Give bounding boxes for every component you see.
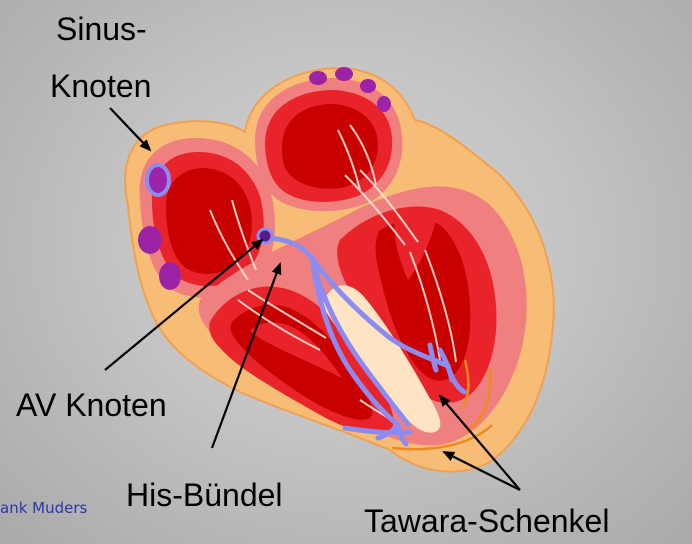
purple-node-5: [360, 79, 376, 93]
av-node-label: AV Knoten: [16, 389, 167, 421]
author-credit: ank Muders: [0, 499, 87, 517]
tawara-label: Tawara-Schenkel: [364, 505, 609, 537]
sinus-label-line2: Knoten: [50, 70, 151, 102]
purple-node-1: [138, 226, 162, 254]
sinus-node: [147, 165, 169, 195]
purple-node-2: [159, 262, 181, 290]
sinus-label-line1: Sinus-: [56, 13, 147, 45]
purple-node-6: [377, 96, 391, 112]
purple-node-3: [309, 71, 327, 85]
sinus-arrow: [110, 108, 150, 150]
purple-node-4: [335, 67, 353, 81]
his-bundle-label: His-Bündel: [126, 479, 283, 511]
